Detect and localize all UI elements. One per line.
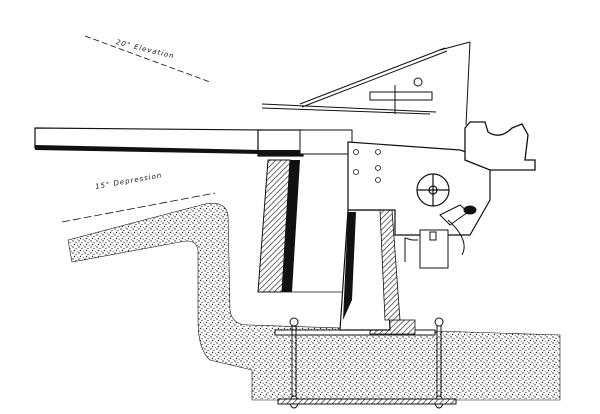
pedestal-shadow	[343, 212, 356, 320]
sight-rod	[299, 41, 471, 126]
firing-gear	[439, 204, 477, 256]
elevation-line	[84, 35, 211, 83]
breech-housing	[464, 121, 536, 171]
cradle-bolts	[353, 149, 381, 183]
elevating-handwheel	[416, 173, 450, 207]
holding-down-bolts	[277, 317, 457, 409]
depression-line	[61, 192, 216, 223]
concrete-foundation	[67, 202, 561, 401]
telescopic-sight	[261, 77, 437, 115]
barrel	[34, 127, 353, 157]
shield-strut-shadow	[282, 160, 300, 292]
firing-gear-box	[404, 229, 449, 269]
